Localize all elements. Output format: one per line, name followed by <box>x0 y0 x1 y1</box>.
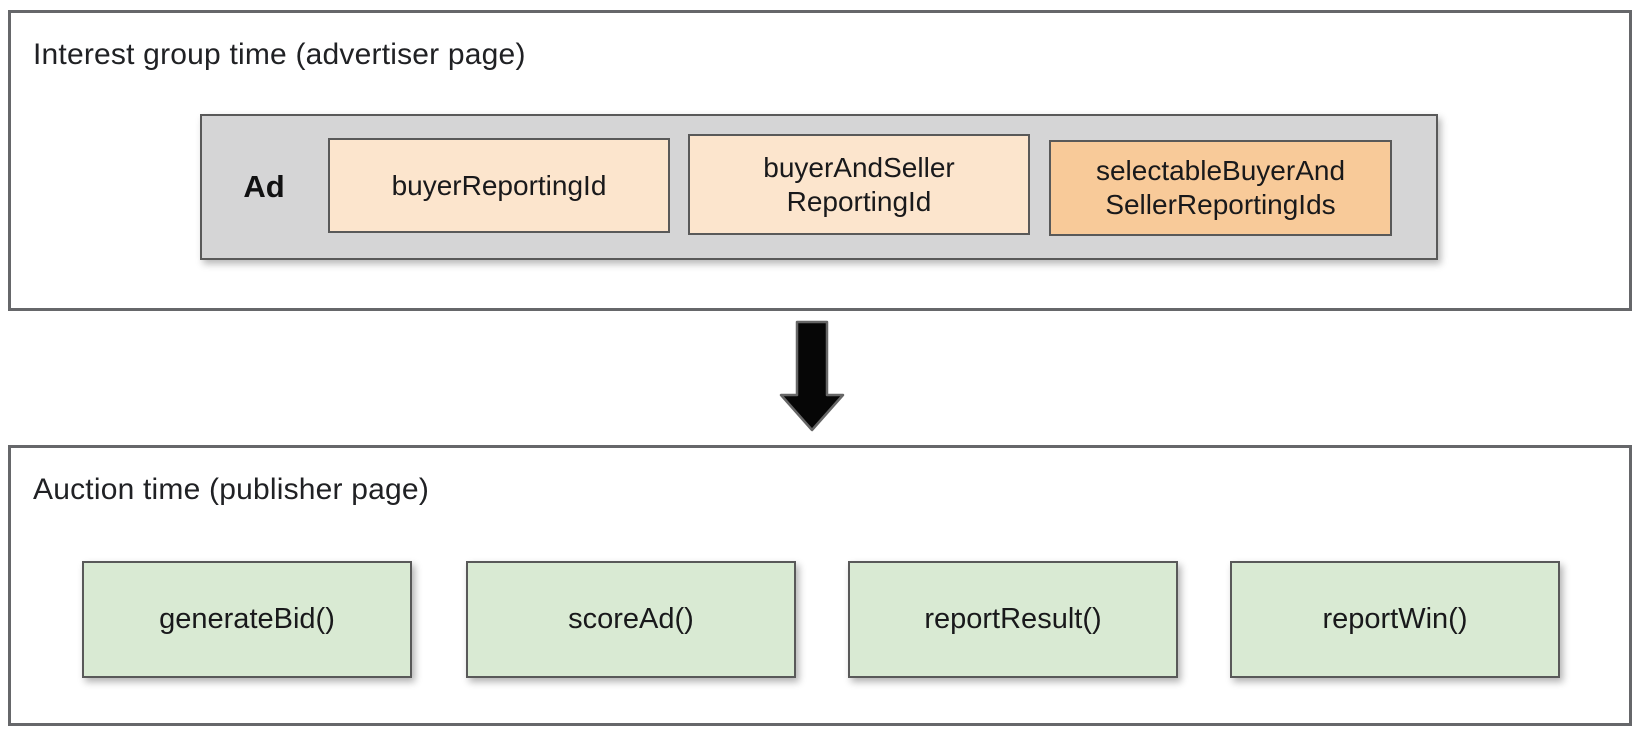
buyer-and-seller-reporting-id-box: buyerAndSeller ReportingId <box>688 134 1030 235</box>
report-win-box: reportWin() <box>1230 561 1560 678</box>
report-result-box: reportResult() <box>848 561 1178 678</box>
score-ad-box: scoreAd() <box>466 561 796 678</box>
interest-group-panel-title: Interest group time (advertiser page) <box>33 38 526 71</box>
generate-bid-box: generateBid() <box>82 561 412 678</box>
buyer-reporting-id-box: buyerReportingId <box>328 138 670 233</box>
ad-label: Ad <box>243 169 285 204</box>
down-arrow-icon <box>779 320 845 432</box>
auction-panel-title: Auction time (publisher page) <box>33 473 430 506</box>
selectable-buyer-and-seller-reporting-ids-box: selectableBuyerAnd SellerReportingIds <box>1049 140 1392 236</box>
